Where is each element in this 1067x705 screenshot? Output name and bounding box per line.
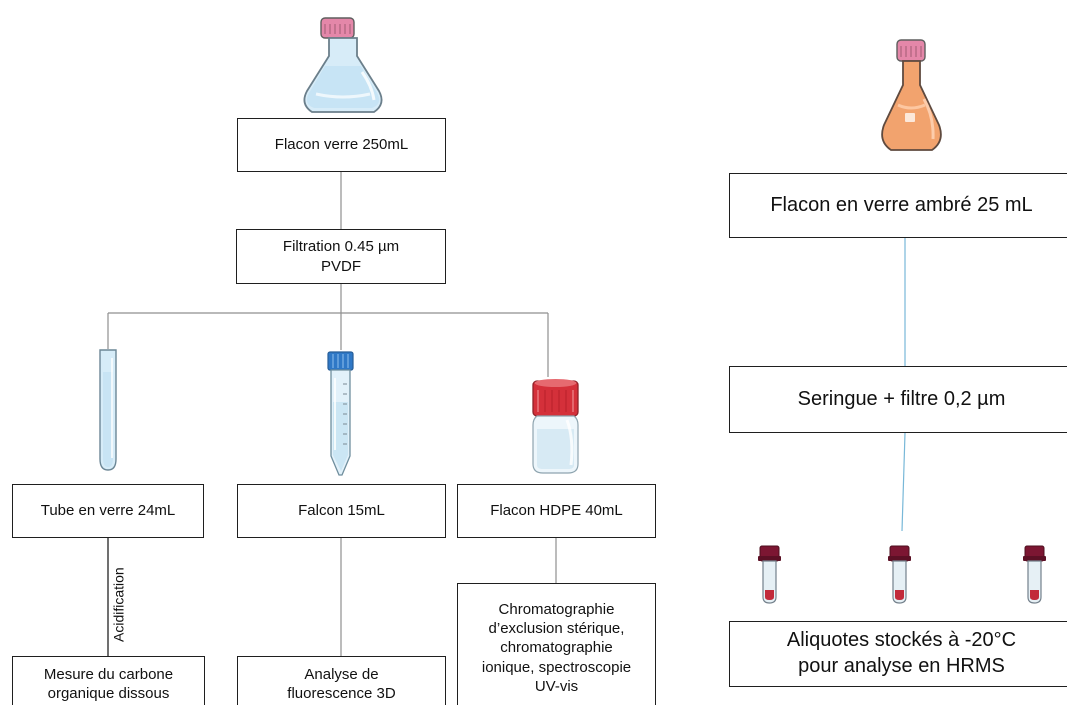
hdpe-bottle-icon	[532, 379, 579, 474]
hdpe-bottle-label-box: Flacon HDPE 40mL	[457, 484, 656, 538]
filtration-label-box: Filtration 0.45 µm PVDF	[236, 229, 446, 284]
dissolved-organic-carbon-label: Mesure du carbone organique dissous	[43, 666, 174, 703]
hdpe-bottle-label: Flacon HDPE 40mL	[490, 502, 623, 520]
chromatography-analysis-label: Chromatographie d’exclusion stérique, ch…	[481, 601, 632, 695]
falcon-tube-icon	[327, 351, 354, 476]
fluorescence-analysis-box: Analyse de fluorescence 3D	[237, 656, 446, 705]
amber-erlenmeyer-flask-icon	[881, 39, 942, 151]
glass-test-tube-icon	[99, 349, 117, 471]
chromatography-analysis-box: Chromatographie d’exclusion stérique, ch…	[457, 583, 656, 705]
fluorescence-analysis-label: Analyse de fluorescence 3D	[287, 666, 396, 703]
syringe-filter-label-box: Seringue + filtre 0,2 µm	[729, 366, 1067, 433]
clear-flask-label: Flacon verre 250mL	[274, 136, 409, 154]
syringe-filter-label: Seringue + filtre 0,2 µm	[797, 387, 1006, 410]
glass-tube-label-box: Tube en verre 24mL	[12, 484, 204, 538]
connector-right-filter	[901, 432, 906, 532]
amber-flask-label-box: Flacon en verre ambré 25 mL	[729, 173, 1067, 238]
amber-flask-label: Flacon en verre ambré 25 mL	[770, 193, 1033, 216]
aliquots-storage-label: Aliquotes stockés à -20°C pour analyse e…	[786, 629, 1017, 677]
dissolved-organic-carbon-box: Mesure du carbone organique dissous	[12, 656, 205, 705]
filtration-label: Filtration 0.45 µm PVDF	[282, 238, 400, 275]
aliquots-storage-box: Aliquotes stockés à -20°C pour analyse e…	[729, 621, 1067, 687]
clear-flask-label-box: Flacon verre 250mL	[237, 118, 446, 172]
acidification-label: Acidification	[110, 567, 127, 643]
glass-tube-label: Tube en verre 24mL	[40, 502, 176, 520]
aliquot-vial-icon	[1023, 545, 1046, 604]
falcon-tube-label-box: Falcon 15mL	[237, 484, 446, 538]
aliquot-vial-icon	[888, 545, 911, 604]
falcon-tube-label: Falcon 15mL	[298, 502, 385, 520]
clear-erlenmeyer-flask-icon	[303, 17, 383, 113]
aliquot-vial-icon	[758, 545, 781, 604]
